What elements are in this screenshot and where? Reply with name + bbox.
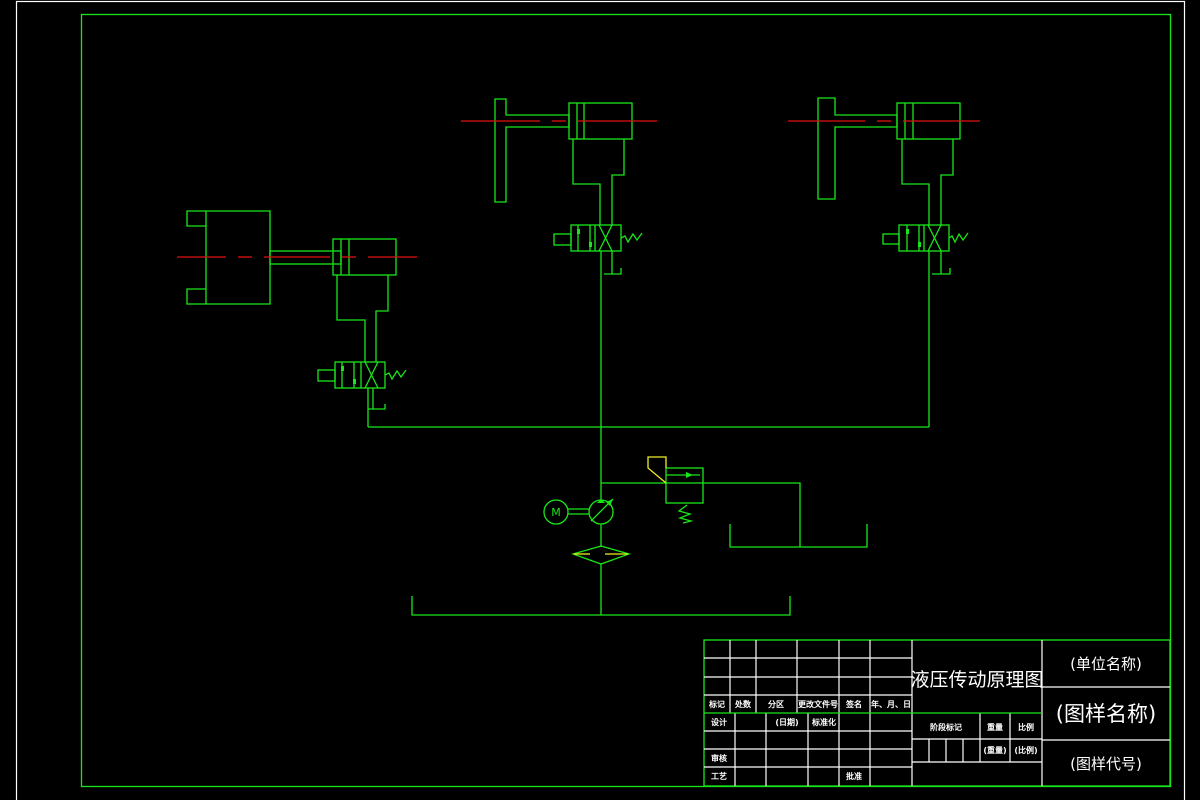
drawing-name: (图样名称) xyxy=(1056,702,1156,726)
spring-icon xyxy=(677,504,694,524)
spring-icon xyxy=(948,232,969,244)
valve-center[interactable] xyxy=(553,224,643,427)
drawing-title: 液压传动原理图 xyxy=(910,669,1043,691)
l-arm xyxy=(817,97,898,200)
title-block: 标记 处数 分区 更改文件号 签名 年、月、日 设计 (日期) 标准化 审核 工… xyxy=(703,639,1171,787)
header-count: 处数 xyxy=(734,699,752,709)
scale-value: (比例) xyxy=(1014,745,1037,755)
valve-left[interactable] xyxy=(317,361,407,427)
solenoid xyxy=(553,233,572,246)
spring-icon xyxy=(620,232,643,244)
spring-icon xyxy=(384,369,407,381)
stage-mark-label: 阶段标记 xyxy=(930,722,962,732)
outer-frame xyxy=(15,0,1186,800)
header-zone: 分区 xyxy=(768,699,784,709)
header-signature: 签名 xyxy=(845,699,862,709)
relief-valve[interactable] xyxy=(647,456,704,524)
approve-label: 批准 xyxy=(846,771,862,781)
tank-main xyxy=(411,596,791,616)
filter xyxy=(570,545,632,565)
valve-right[interactable] xyxy=(882,224,969,427)
unit-name: (单位名称) xyxy=(1070,655,1142,673)
tank-return xyxy=(729,524,868,548)
header-change-doc: 更改文件号 xyxy=(798,699,838,709)
weight-value: (重量) xyxy=(983,745,1006,755)
cylinder-top-right xyxy=(788,97,980,225)
motor-label: M xyxy=(551,506,561,519)
solenoid xyxy=(882,233,900,245)
header-mark: 标记 xyxy=(708,699,725,709)
inner-frame xyxy=(80,13,1172,788)
design-label: 设计 xyxy=(711,717,727,727)
l-arm xyxy=(494,98,570,203)
clamp-cylinder-left xyxy=(177,210,417,362)
header-date: 年、月、日 xyxy=(871,699,911,709)
date-label: (日期) xyxy=(775,717,798,727)
drawing-code: (图样代号) xyxy=(1070,755,1142,773)
review-label: 审核 xyxy=(711,753,727,763)
solenoid xyxy=(317,369,336,382)
pump xyxy=(588,498,614,525)
relief-line xyxy=(601,482,801,547)
process-label: 工艺 xyxy=(711,771,727,781)
pilot-line xyxy=(647,456,667,484)
scale-label: 比例 xyxy=(1018,722,1034,732)
motor: M xyxy=(543,499,589,525)
clamp-jaw xyxy=(186,210,271,305)
weight-label: 重量 xyxy=(987,722,1003,732)
cylinder-top-center xyxy=(461,98,657,225)
standardization-label: 标准化 xyxy=(811,717,836,727)
